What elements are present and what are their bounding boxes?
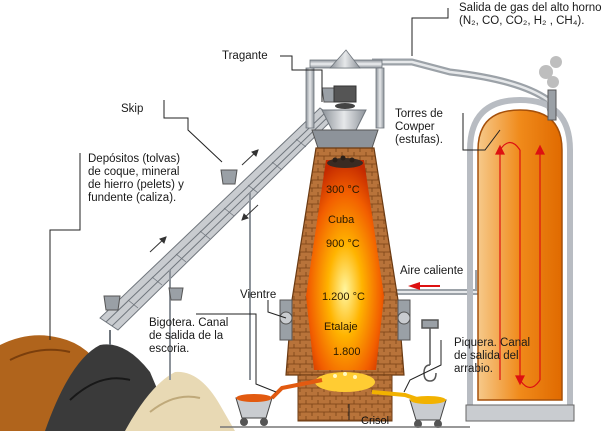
temp-900-label: 900 °C [326, 238, 360, 251]
depositos-label: Depósitos (tolvas) de coque, mineral de … [88, 153, 184, 205]
aire-caliente-label: Aire caliente [400, 265, 463, 278]
temp-300-label: 300 °C [326, 184, 360, 197]
piquera-label: Piquera. Canal de salida del arrabio. [454, 337, 530, 376]
gas-composition-label: (N₂, CO, CO₂, H₂ , CH₄). [459, 15, 584, 28]
cowper-label: Torres de Cowper (estufas). [395, 108, 443, 147]
vientre-label: Vientre [240, 289, 276, 302]
etalaje-label: Etalaje [324, 321, 358, 334]
gas-outlet-label: Salida de gas del alto horno [459, 2, 602, 15]
tragante-label: Tragante [222, 50, 268, 63]
temp-1800-label: 1.800 [333, 346, 361, 359]
temp-1200-label: 1.200 °C [322, 291, 365, 304]
bigotera-label: Bigotera. Canal de salida de la escoria. [149, 317, 228, 356]
skip-label: Skip [121, 103, 143, 116]
crisol-label: Crisol [361, 415, 389, 428]
cuba-label: Cuba [328, 214, 354, 227]
